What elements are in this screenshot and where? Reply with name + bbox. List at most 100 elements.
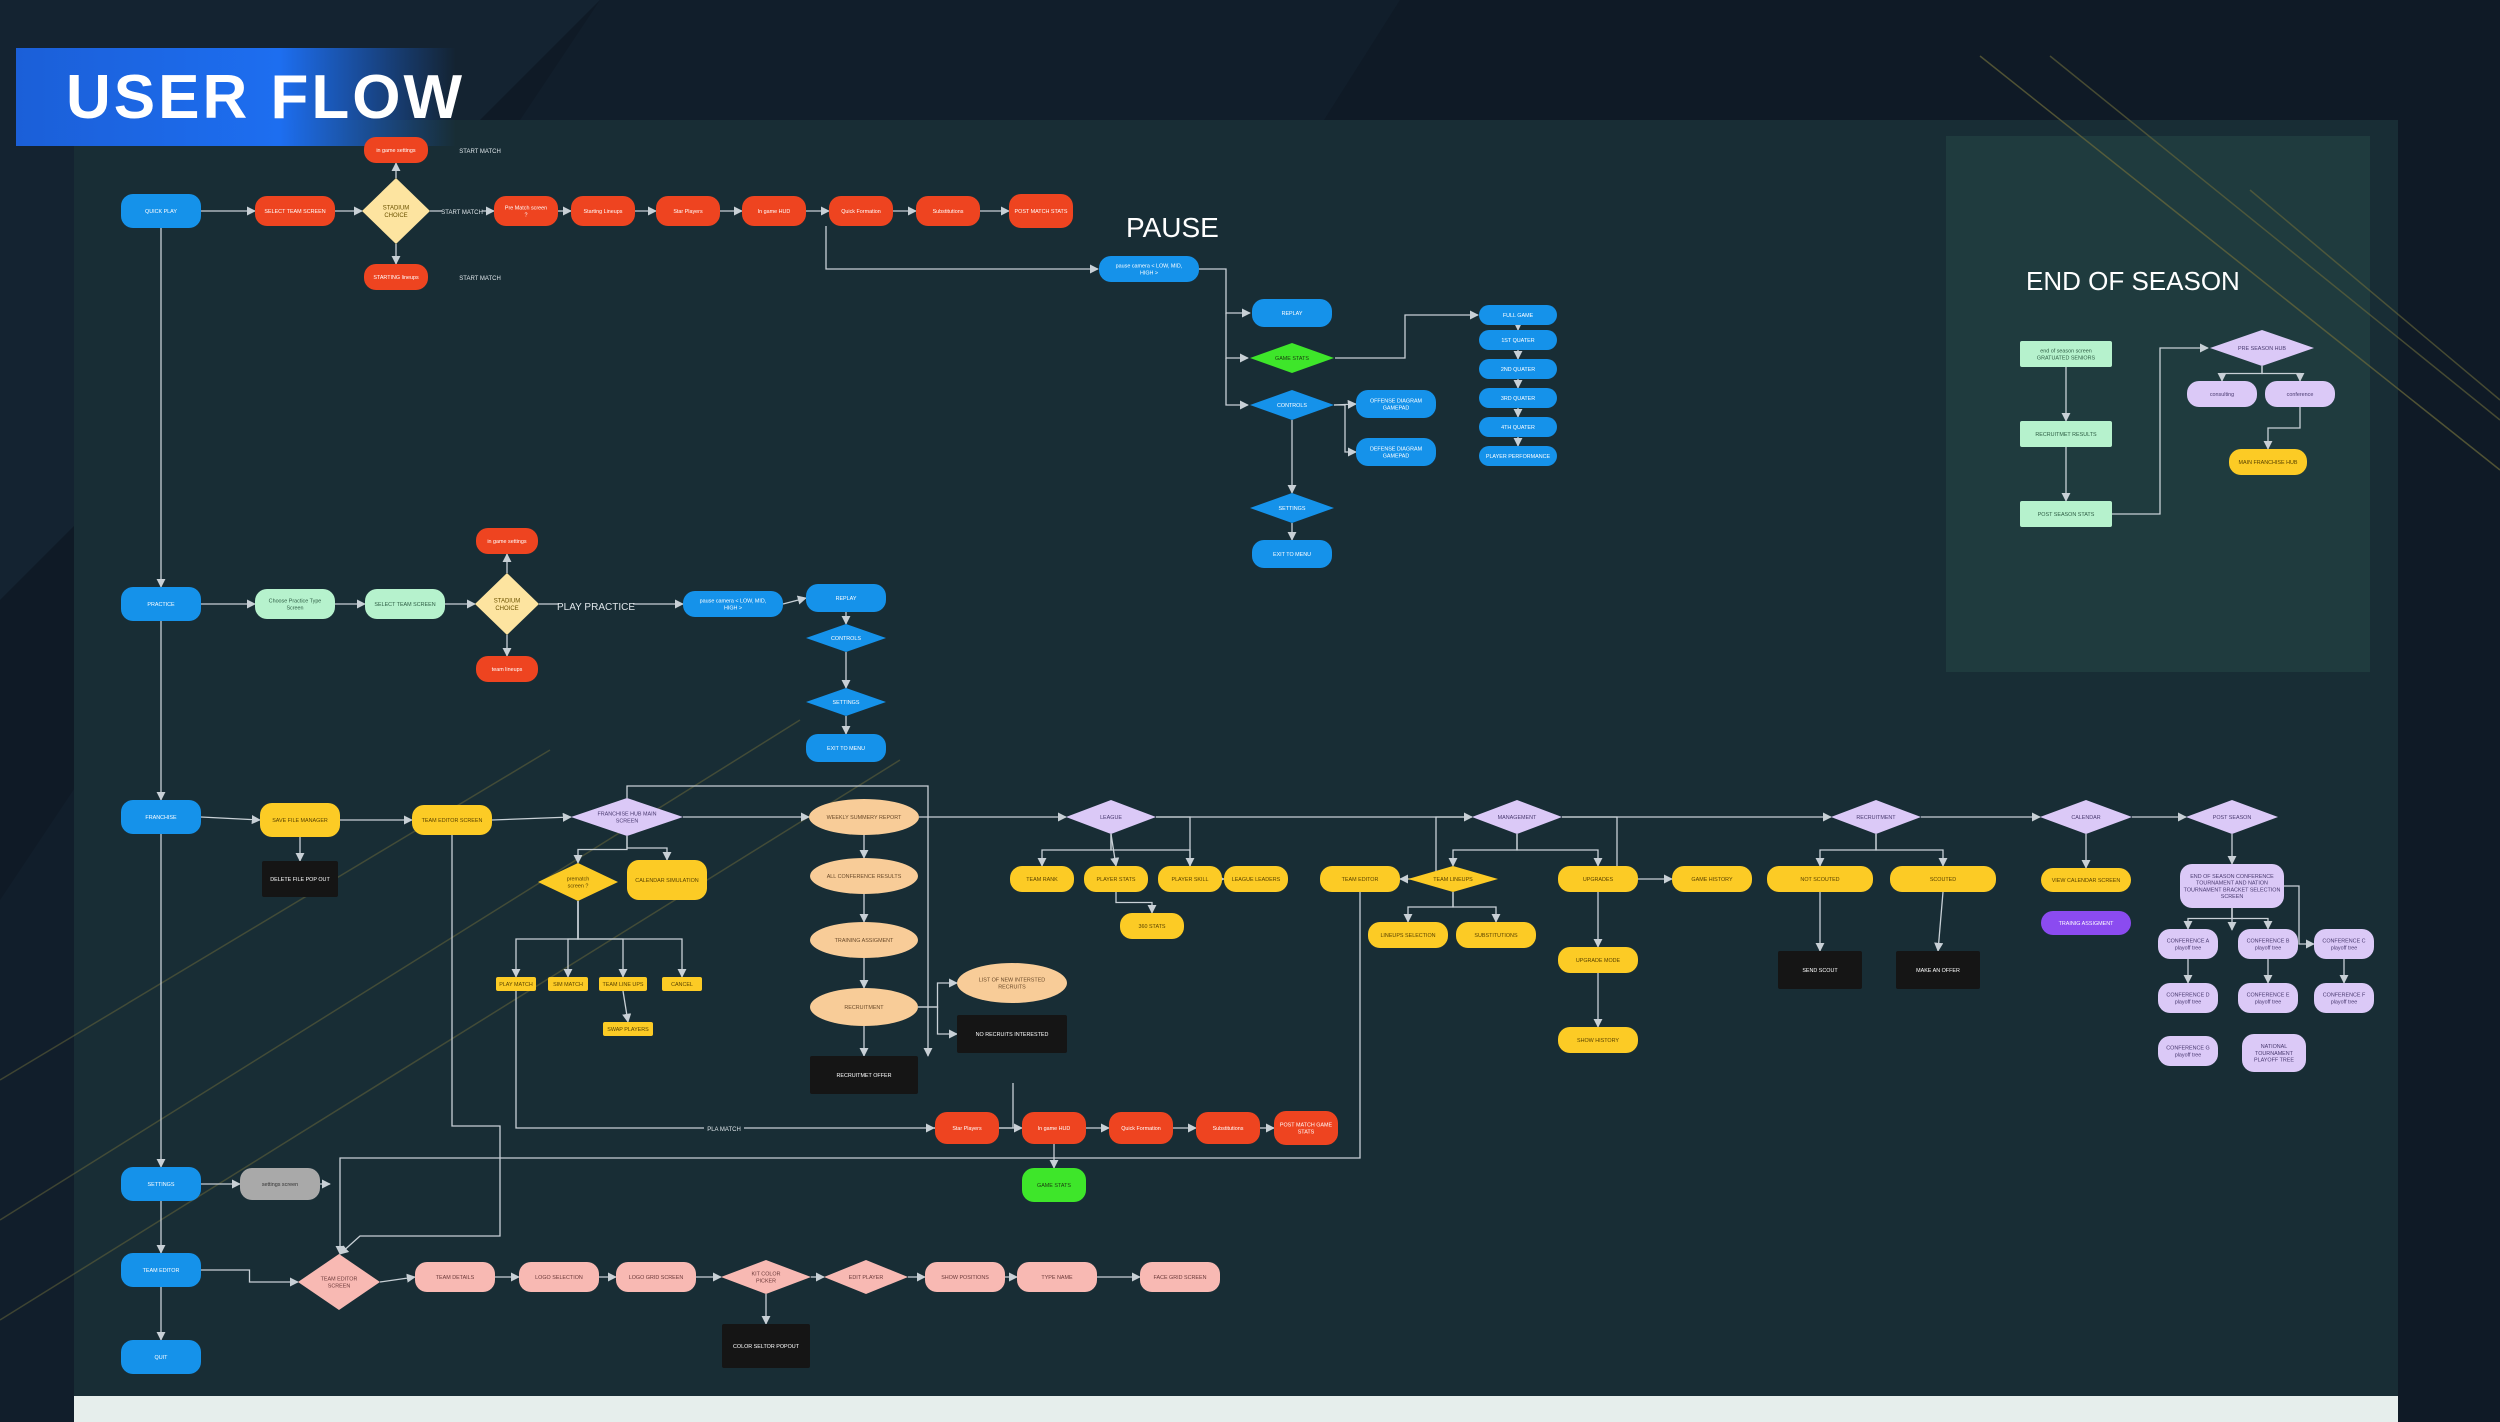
node-label: GAME HISTORY [1691,877,1733,883]
node-qp-star-players: Star Players [656,196,720,226]
edge [2261,366,2305,382]
node-shape [1066,800,1156,834]
node-label: consulting [2210,392,2234,398]
node-shape [1120,913,1184,939]
node-fr-view-calendar: VIEW CALENDAR SCREEN [2041,868,2131,892]
node-label: SETTINGS [833,700,860,706]
node-qp-substitutions: Substitutions [916,196,980,226]
node-fr-no-recruits: NO RECRUITS INTERESTED [957,1015,1067,1053]
node-label: LOGO SELECTION [535,1275,583,1281]
node-label: EDIT PLAYER [849,1275,884,1281]
node-fr-mg-team-editor: TEAM EDITOR [1320,866,1400,892]
node-pr-pause: pause camera < LOW, MID,HIGH > [683,591,783,617]
node-pr-team-lineups: team lineups [476,656,538,682]
edge [1115,892,1157,914]
node-label: MAIN FRANCHISE HUB [2238,460,2297,466]
edge [1875,834,1948,867]
node-label: PLAYER PERFORMANCE [1486,454,1551,460]
node-fr-game-stats: GAME STATS [1022,1168,1086,1202]
node-label: Quick Formation [1121,1126,1161,1132]
node-label: SEND SCOUT [1802,968,1838,974]
node-qp-ingame-settings: in game settings [364,137,428,163]
node-eos-consulting: consulting [2187,381,2257,407]
node-label: Star Players [952,1126,982,1132]
node-shape [255,589,335,619]
node-shape [1224,866,1288,892]
node-label: in game settings [487,539,527,545]
node-fr-recruitment-d: RECRUITMENT [1831,800,1921,834]
node-shape [1250,343,1334,373]
node-label: settings screen [262,1182,298,1188]
edge [1448,834,1518,867]
node-label: 360 STATS [1138,924,1165,930]
node-pr-exit: EXIT TO MENU [806,734,886,762]
edge-routed [626,785,933,1057]
node-shape [1456,922,1536,948]
node-fr-send-scout: SEND SCOUT [1778,951,1862,989]
node-shape [1558,866,1638,892]
node-label: CONTROLS [831,636,861,642]
edge-label-bg [442,206,482,216]
node-label: REPLAY [1282,311,1303,317]
node-shape [656,196,720,226]
node-label: LEAGUE [1100,815,1122,821]
node-label: TRAINIG ASSIGMENT [2059,921,2115,927]
node-shape [1558,1027,1638,1053]
node-te-type-name: TYPE NAME [1017,1262,1097,1292]
edge [577,901,687,978]
node-label: NO RECRUITS INTERESTED [976,1032,1049,1038]
node-label: In game HUD [758,209,791,215]
node-shape [2187,381,2257,407]
node-label: WEEKLY SUMMERY REPORT [827,815,902,821]
node-fr-substitutions-2: Substitutions [1196,1112,1260,1144]
node-shape [824,1260,908,1294]
node-label: SUBSTITUTIONS [1474,933,1518,939]
node-shape [262,861,338,897]
node-fr-calendar: CALENDAR [2040,800,2132,834]
edge-label-start-match-2: START MATCH [441,210,483,216]
node-shape [1274,1111,1338,1145]
node-label: RECRUITMET RESULTS [2035,432,2097,438]
node-label: Substitutions [933,209,964,215]
section-label-end-of-season: END OF SEASON [2026,266,2240,296]
node-label: In game HUD [1038,1126,1071,1132]
node-quick-play: QUICK PLAY [121,194,201,228]
edge [1516,834,1603,867]
node-pr-settings: SETTINGS [806,688,886,716]
node-fr-weekly-summary: WEEKLY SUMMERY REPORT [809,799,919,835]
node-fr-all-conf: ALL CONFERENCE RESULTS [810,858,918,894]
node-label: MAKE AN OFFER [1916,968,1960,974]
node-label: POST SEASON STATS [2038,512,2095,518]
node-shape [364,264,428,290]
node-te-team-details: TEAM DETAILS [415,1262,495,1292]
node-label: QUICK PLAY [145,209,177,215]
node-shape [1479,305,1557,325]
node-pause-settings: SETTINGS [1250,493,1334,523]
node-pause-exit: EXIT TO MENU [1252,540,1332,568]
node-qp-select-team: SELECT TEAM SCREEN [255,196,335,226]
edge-label-bg [559,598,633,612]
edge [918,978,958,1008]
edge [491,812,572,822]
node-shape [810,858,918,894]
edge [2263,407,2301,450]
edge-label-start-match-1: START MATCH [459,149,501,155]
node-qp-quick-formation: Quick Formation [829,196,893,226]
node-qp-prematch: Pre Match screen? [494,196,558,226]
node-shape [1009,194,1073,228]
node-fr-quick-formation: Quick Formation [1109,1112,1173,1144]
node-shape [1672,866,1752,892]
edges [156,162,2349,1341]
node-shape [2020,501,2112,527]
node-shape [683,591,783,617]
node-shape [255,196,335,226]
node-fr-360-stats: 360 STATS [1120,913,1184,939]
